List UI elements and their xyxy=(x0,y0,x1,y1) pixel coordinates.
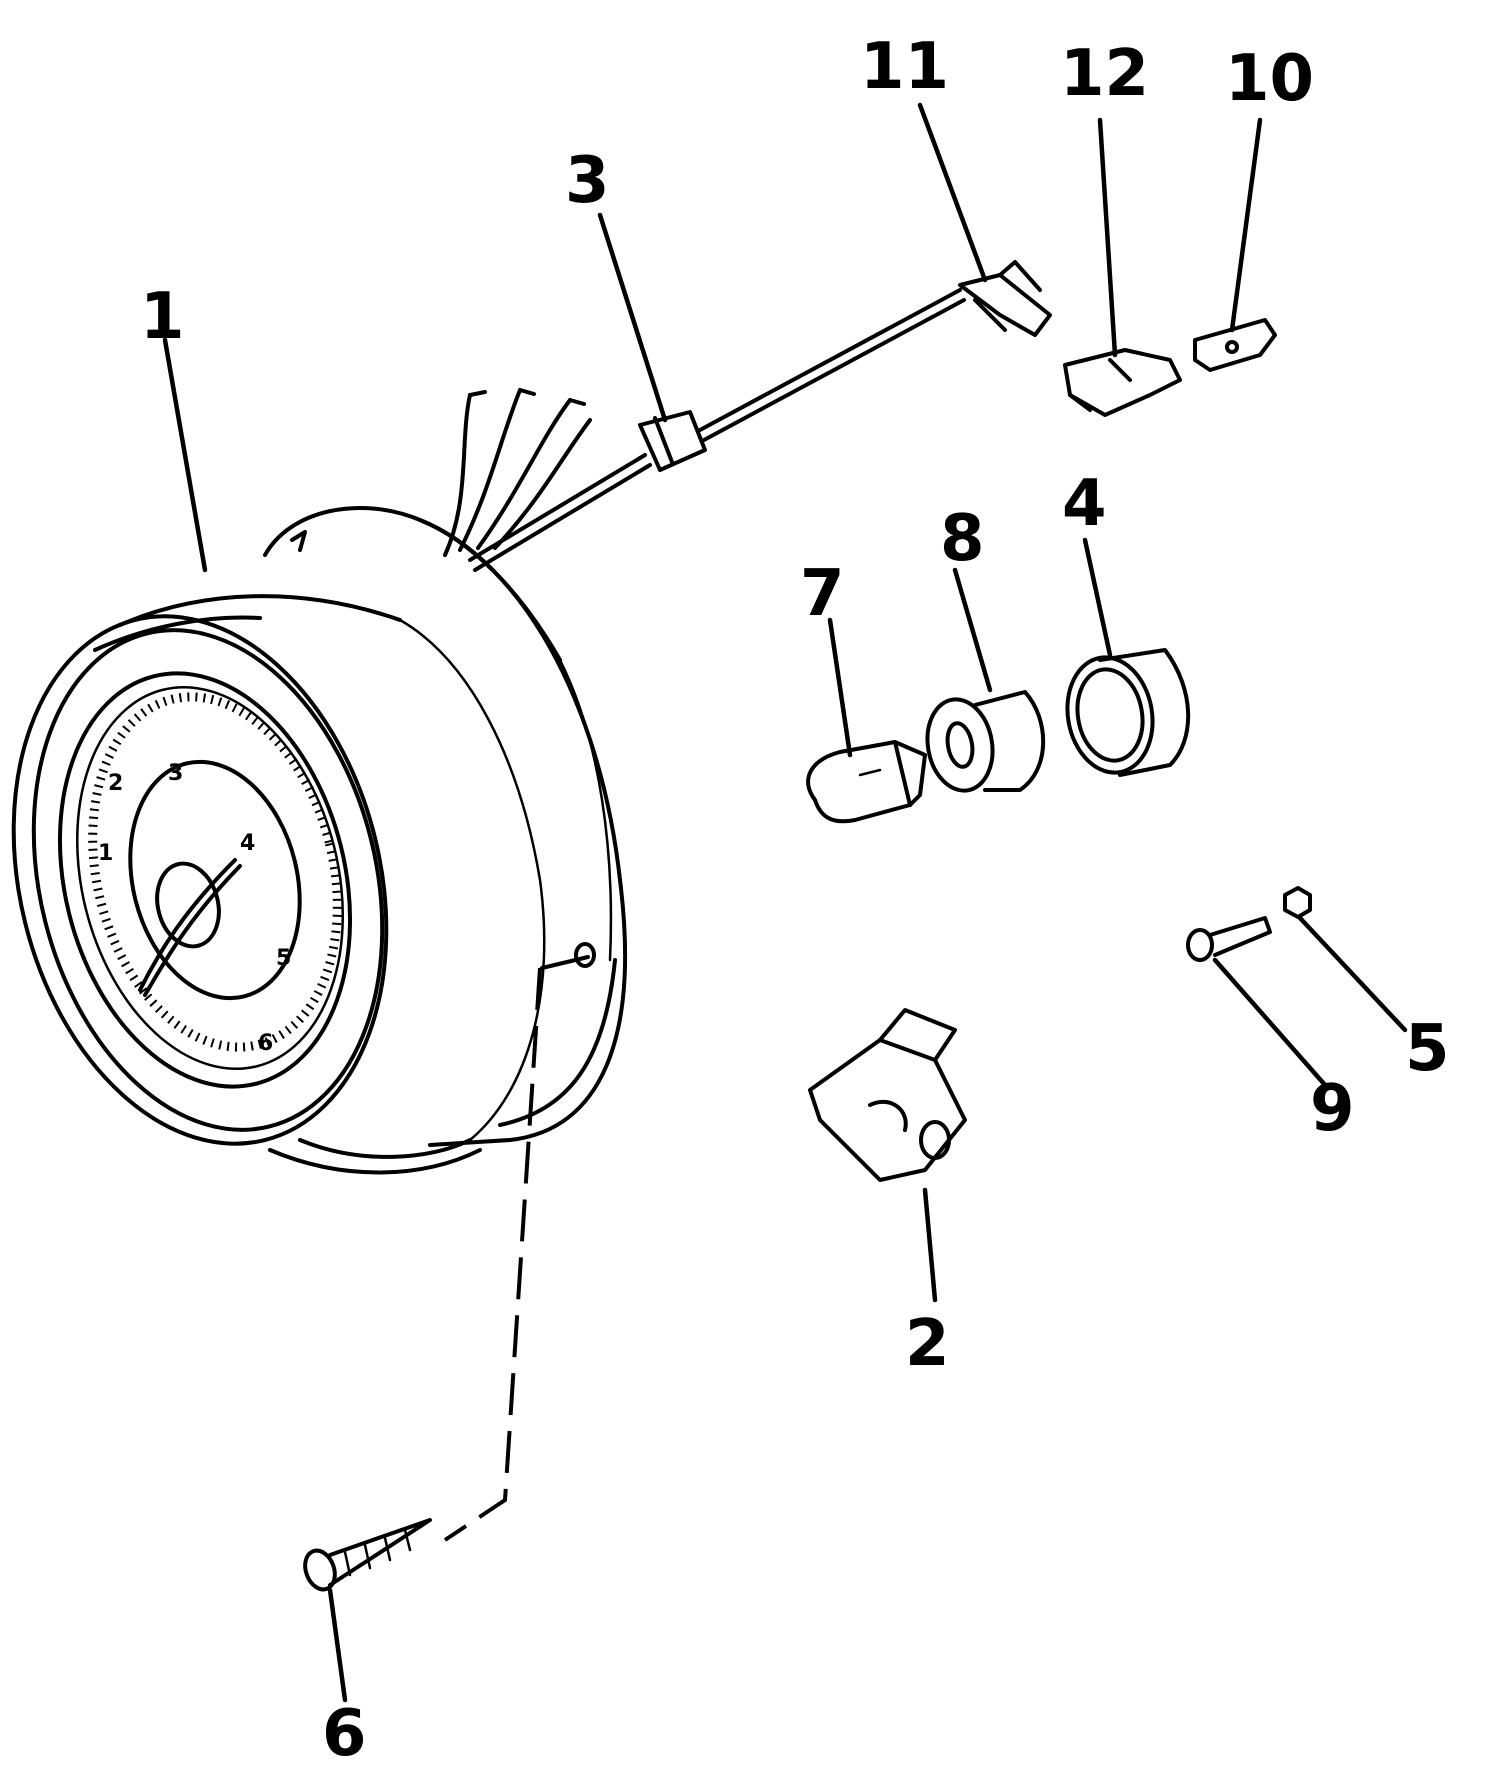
callout-3: 3 xyxy=(565,144,610,218)
terminal-clip xyxy=(1063,348,1182,417)
gauge-housing: 1 2 3 4 5 6 xyxy=(11,388,628,1175)
socket-boot xyxy=(1065,648,1191,777)
leader-lines xyxy=(162,102,1408,1703)
callout-8: 8 xyxy=(940,502,985,576)
small-nut xyxy=(1283,886,1312,919)
callout-9: 9 xyxy=(1310,1072,1355,1146)
wire-grommet xyxy=(468,288,966,572)
callout-1: 1 xyxy=(140,280,185,354)
callout-5: 5 xyxy=(1405,1012,1450,1086)
gauge-wires xyxy=(443,388,592,557)
dial-number-3: 3 xyxy=(168,761,183,786)
bulb-socket xyxy=(925,690,1046,793)
callout-2: 2 xyxy=(905,1307,950,1381)
small-screw xyxy=(1186,916,1272,962)
wood-screw xyxy=(303,1518,432,1592)
callout-10: 10 xyxy=(1225,42,1314,116)
terminal-connector xyxy=(958,260,1052,337)
callout-7: 7 xyxy=(800,557,845,631)
terminal-tab xyxy=(1193,318,1277,372)
dial-number-2: 2 xyxy=(108,771,123,796)
callout-4: 4 xyxy=(1062,467,1107,541)
callout-11: 11 xyxy=(860,30,949,104)
light-bulb xyxy=(806,740,927,824)
assembly-line xyxy=(443,967,542,1542)
dial-number-1: 1 xyxy=(98,841,113,866)
dial-number-5: 5 xyxy=(276,946,291,971)
dial-number-6: 6 xyxy=(258,1031,273,1056)
dial-number-4: 4 xyxy=(240,831,255,856)
mounting-bracket xyxy=(808,1008,967,1182)
callout-6: 6 xyxy=(322,1697,367,1765)
callout-12: 12 xyxy=(1060,37,1149,111)
